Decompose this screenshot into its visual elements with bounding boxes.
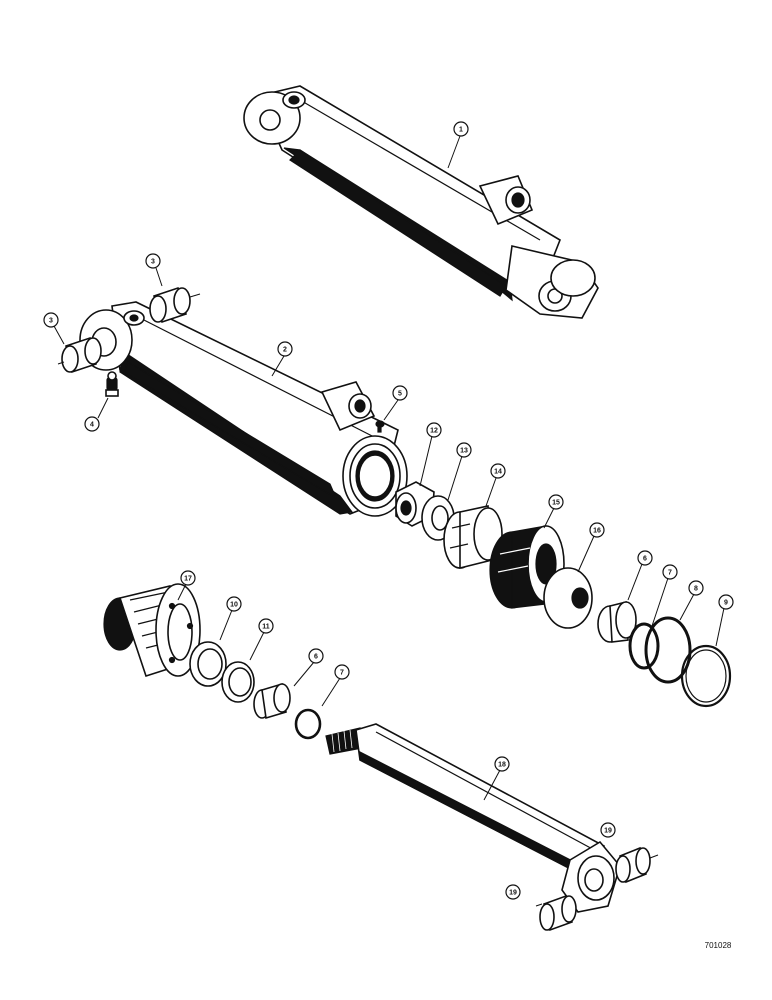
callout-3-lower: 3 xyxy=(43,312,59,328)
svg-text:19: 19 xyxy=(509,890,517,897)
rod-wiper xyxy=(189,641,227,687)
callout-10: 10 xyxy=(226,596,242,612)
cylinder-barrel xyxy=(79,301,408,517)
leader-lines xyxy=(53,135,725,801)
svg-text:5: 5 xyxy=(398,391,402,398)
svg-text:15: 15 xyxy=(552,500,560,507)
callout-9: 9 xyxy=(718,594,734,610)
svg-text:9: 9 xyxy=(724,600,728,607)
backup-ring-right xyxy=(597,600,637,643)
rod-seal xyxy=(221,661,255,703)
svg-text:11: 11 xyxy=(262,624,270,631)
rod-bushing-right xyxy=(615,846,659,884)
callout-2: 2 xyxy=(277,341,293,357)
piston xyxy=(489,525,565,609)
svg-text:19: 19 xyxy=(604,828,612,835)
callout-4: 4 xyxy=(84,416,100,432)
svg-text:12: 12 xyxy=(430,428,438,435)
callout-19-right: 19 xyxy=(600,822,616,838)
callout-6-right: 6 xyxy=(637,550,653,566)
drawing-code: 701028 xyxy=(705,941,732,950)
svg-text:4: 4 xyxy=(90,422,94,429)
rod-bushing-left xyxy=(535,894,577,932)
svg-text:10: 10 xyxy=(230,602,238,609)
svg-text:3: 3 xyxy=(151,259,155,266)
o-ring-small-right xyxy=(628,622,660,670)
callout-5: 5 xyxy=(392,385,408,401)
bushing-upper xyxy=(149,286,201,324)
o-ring-small-left xyxy=(294,708,322,740)
svg-text:6: 6 xyxy=(643,556,647,563)
svg-text:8: 8 xyxy=(694,586,698,593)
callout-6-left: 6 xyxy=(308,648,324,664)
svg-text:3: 3 xyxy=(49,318,53,325)
svg-text:6: 6 xyxy=(314,654,318,661)
seal-ring xyxy=(680,644,732,708)
callout-16: 16 xyxy=(589,522,605,538)
callout-19-left: 19 xyxy=(505,884,521,900)
callout-12: 12 xyxy=(426,422,442,438)
backup-ring-left xyxy=(253,682,291,720)
cylinder-assembly-complete xyxy=(243,85,599,319)
cylinder-gland xyxy=(103,583,201,678)
callout-1: 1 xyxy=(453,121,469,137)
svg-text:7: 7 xyxy=(340,670,344,677)
callout-17: 17 xyxy=(180,570,196,586)
callout-11: 11 xyxy=(258,618,274,634)
svg-text:14: 14 xyxy=(494,469,502,476)
svg-text:16: 16 xyxy=(593,528,601,535)
svg-text:7: 7 xyxy=(668,570,672,577)
svg-text:13: 13 xyxy=(460,448,468,455)
svg-text:2: 2 xyxy=(283,347,287,354)
piston-rod xyxy=(325,723,621,913)
callout-7-left: 7 xyxy=(334,664,350,680)
set-screw xyxy=(375,420,385,433)
callout-8: 8 xyxy=(688,580,704,596)
piston-spacer xyxy=(443,505,503,570)
bushing-left xyxy=(57,336,102,374)
callout-14: 14 xyxy=(490,463,506,479)
callout-18: 18 xyxy=(494,756,510,772)
grease-fitting xyxy=(105,371,119,397)
svg-text:1: 1 xyxy=(459,127,463,134)
svg-text:17: 17 xyxy=(184,576,192,583)
svg-text:18: 18 xyxy=(498,762,506,769)
piston-washer xyxy=(543,567,593,629)
callout-15: 15 xyxy=(548,494,564,510)
callout-13: 13 xyxy=(456,442,472,458)
callout-3-upper: 3 xyxy=(145,253,161,269)
o-ring-large xyxy=(644,616,692,684)
callout-7-right: 7 xyxy=(662,564,678,580)
